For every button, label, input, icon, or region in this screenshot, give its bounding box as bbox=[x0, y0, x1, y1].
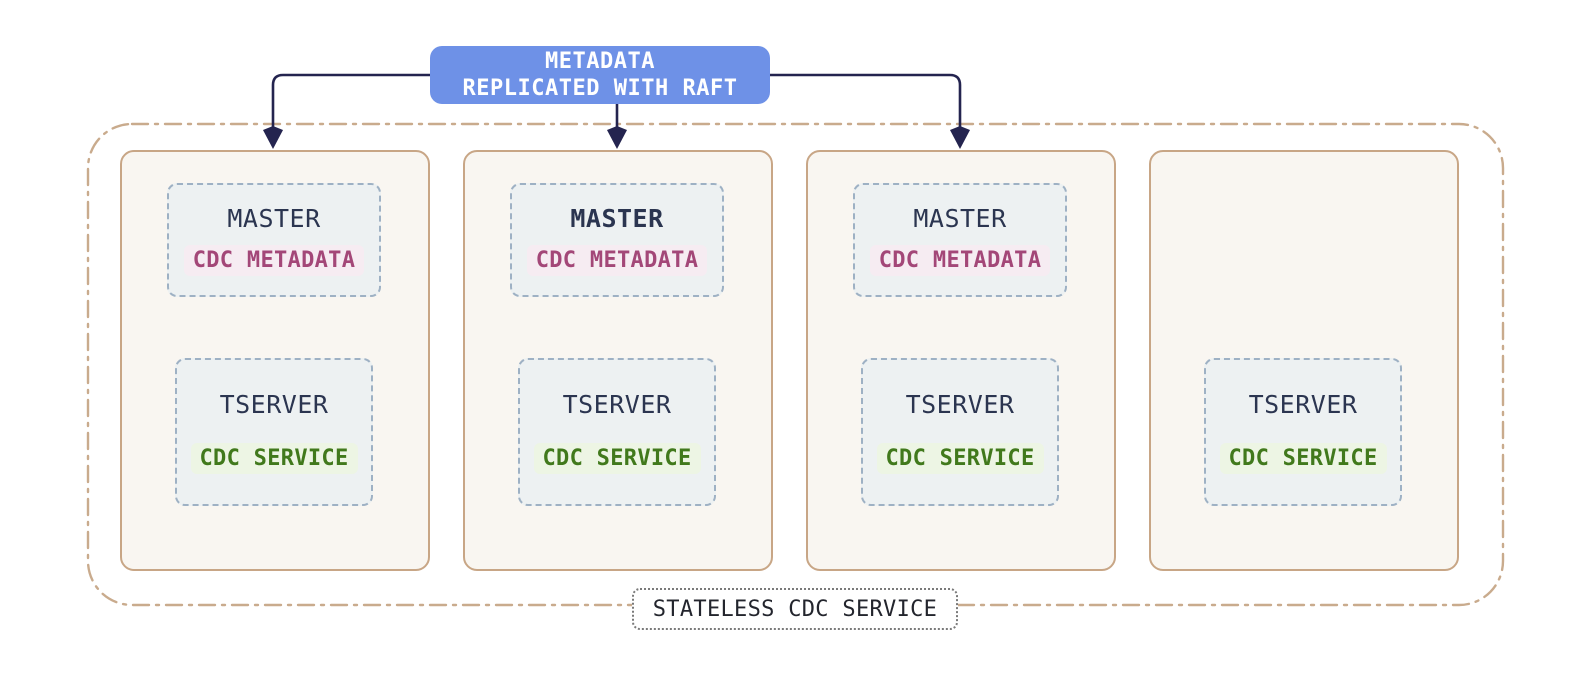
cdc-metadata-badge: CDC METADATA bbox=[869, 245, 1051, 276]
master-label: MASTER bbox=[913, 204, 1007, 233]
cdc-service-badge: CDC SERVICE bbox=[876, 443, 1044, 474]
node-card-2: MASTER CDC METADATA TSERVER CDC SERVICE bbox=[463, 150, 773, 571]
tserver-label: TSERVER bbox=[219, 390, 329, 419]
master-label: MASTER bbox=[227, 204, 321, 233]
metadata-banner-line2: REPLICATED WITH RAFT bbox=[462, 76, 738, 101]
raft-arrowhead-middle-icon bbox=[607, 126, 627, 149]
metadata-banner-line1: METADATA bbox=[545, 49, 655, 74]
tserver-box: TSERVER CDC SERVICE bbox=[861, 358, 1059, 506]
cluster-label-text: STATELESS CDC SERVICE bbox=[652, 596, 938, 622]
node-card-3: MASTER CDC METADATA TSERVER CDC SERVICE bbox=[806, 150, 1116, 571]
cdc-service-badge: CDC SERVICE bbox=[533, 443, 701, 474]
raft-arrow-right bbox=[770, 73, 962, 132]
master-box: MASTER CDC METADATA bbox=[510, 183, 724, 297]
tserver-label: TSERVER bbox=[562, 390, 672, 419]
tserver-box: TSERVER CDC SERVICE bbox=[1204, 358, 1402, 506]
tserver-box: TSERVER CDC SERVICE bbox=[175, 358, 373, 506]
tserver-label: TSERVER bbox=[905, 390, 1015, 419]
node-card-4: TSERVER CDC SERVICE bbox=[1149, 150, 1459, 571]
master-box: MASTER CDC METADATA bbox=[167, 183, 381, 297]
tserver-box: TSERVER CDC SERVICE bbox=[518, 358, 716, 506]
raft-arrow-left bbox=[271, 73, 430, 132]
cdc-service-badge: CDC SERVICE bbox=[190, 443, 358, 474]
tserver-label: TSERVER bbox=[1248, 390, 1358, 419]
metadata-banner: METADATA REPLICATED WITH RAFT bbox=[430, 46, 770, 104]
raft-arrowhead-left-icon bbox=[263, 126, 283, 149]
node-card-1: MASTER CDC METADATA TSERVER CDC SERVICE bbox=[120, 150, 430, 571]
cluster-label: STATELESS CDC SERVICE bbox=[632, 588, 958, 630]
cdc-metadata-badge: CDC METADATA bbox=[183, 245, 365, 276]
master-label: MASTER bbox=[570, 204, 664, 233]
cdc-metadata-badge: CDC METADATA bbox=[526, 245, 708, 276]
master-box: MASTER CDC METADATA bbox=[853, 183, 1067, 297]
cdc-service-badge: CDC SERVICE bbox=[1219, 443, 1387, 474]
raft-arrowhead-right-icon bbox=[950, 126, 970, 149]
